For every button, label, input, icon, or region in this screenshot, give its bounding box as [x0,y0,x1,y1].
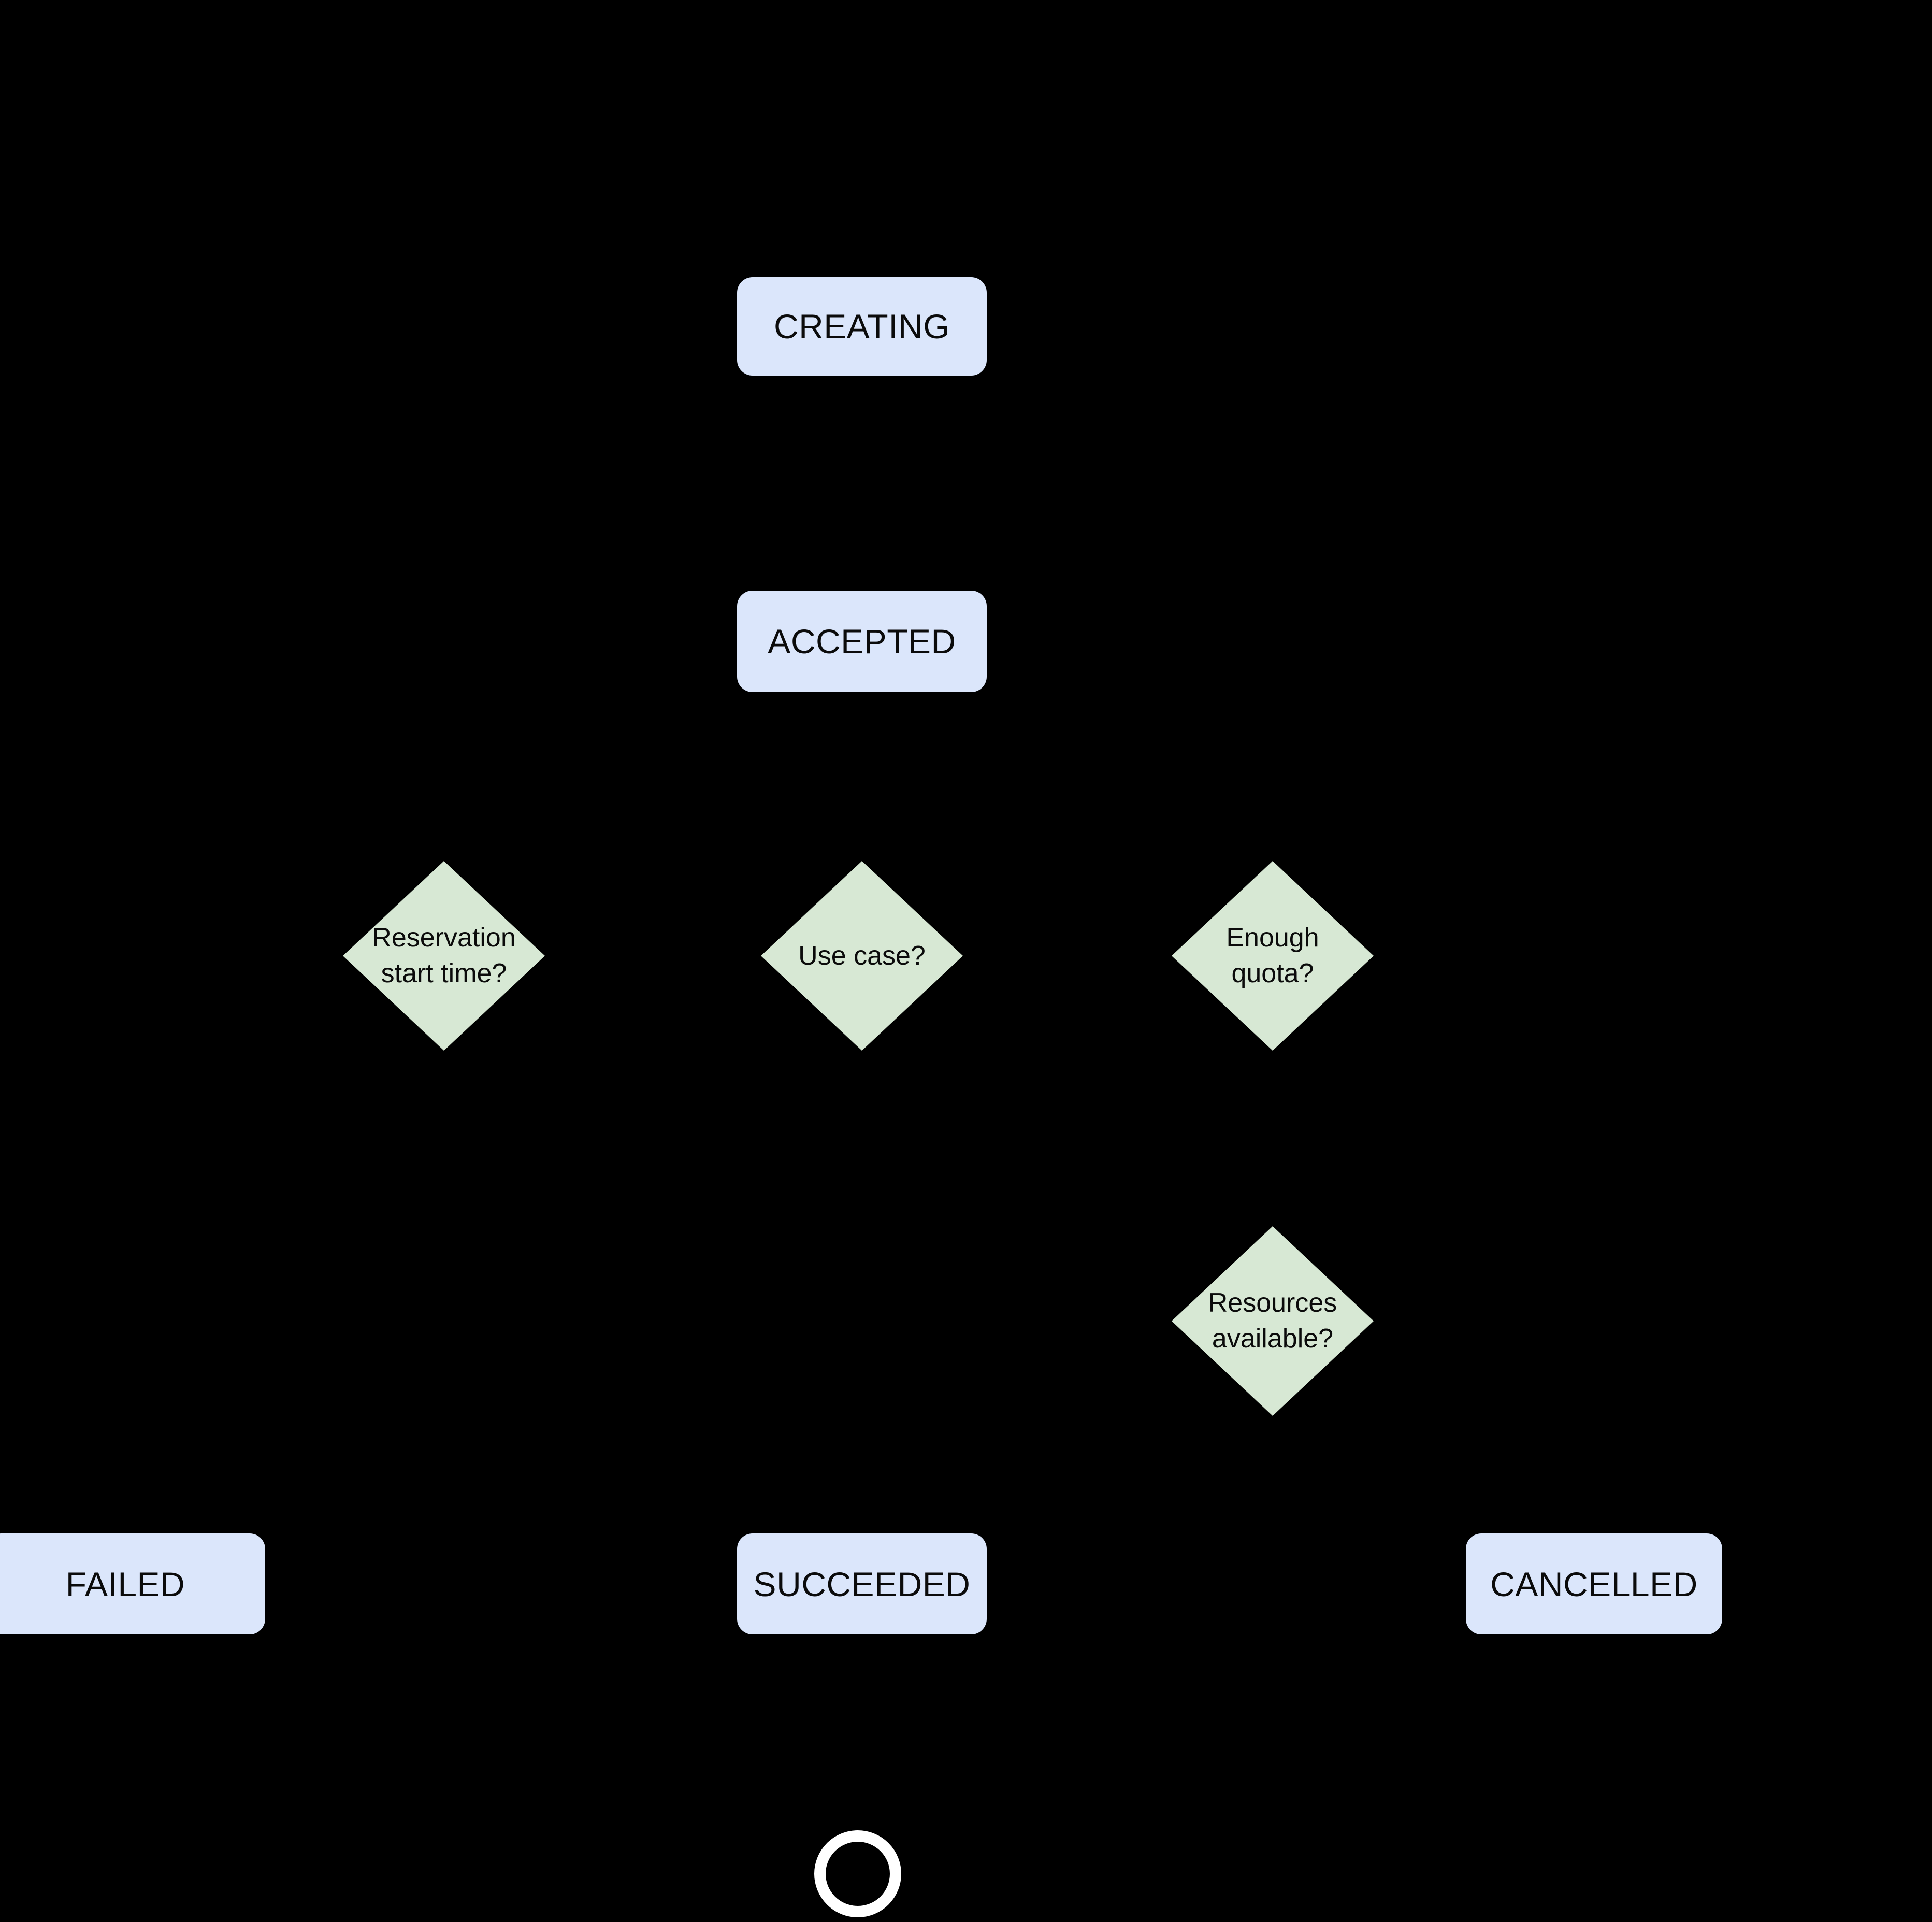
edge-accepted-to-reservation-start [442,694,864,862]
state-label-failed: FAILED [65,1565,185,1603]
edge-reservation-start-to-failed [131,1051,446,1533]
decision-label-resources-available: Resources available? [1208,1288,1337,1354]
terminal-end-circle[interactable] [814,1830,901,1917]
decision-node-use-case[interactable]: Use case? [761,861,963,1051]
decision-label-enough-quota: Enough quota? [1226,923,1319,988]
state-node-failed[interactable]: FAILED [0,1533,265,1634]
state-node-succeeded[interactable]: SUCCEEDED [737,1533,987,1634]
decision-label-reservation-start-time: Reservation start time? [372,923,516,988]
decision-label-use-case: Use case? [798,940,926,971]
state-node-accepted[interactable]: ACCEPTED [737,591,987,692]
decision-node-enough-quota[interactable]: Enough quota? [1172,861,1374,1051]
edge-accepted-to-enough-quota [860,694,1275,862]
state-label-creating: CREATING [773,307,950,346]
state-node-cancelled[interactable]: CANCELLED [1466,1533,1722,1634]
edge-resources-available-to-cancelled [1271,1416,1596,1533]
decision-node-resources-available[interactable]: Resources available? [1172,1226,1374,1416]
state-label-cancelled: CANCELLED [1490,1565,1698,1603]
state-label-succeeded: SUCCEEDED [753,1565,971,1603]
state-node-creating[interactable]: CREATING [737,277,987,376]
state-label-accepted: ACCEPTED [768,622,956,661]
decision-node-reservation-start-time[interactable]: Reservation start time? [343,861,545,1051]
